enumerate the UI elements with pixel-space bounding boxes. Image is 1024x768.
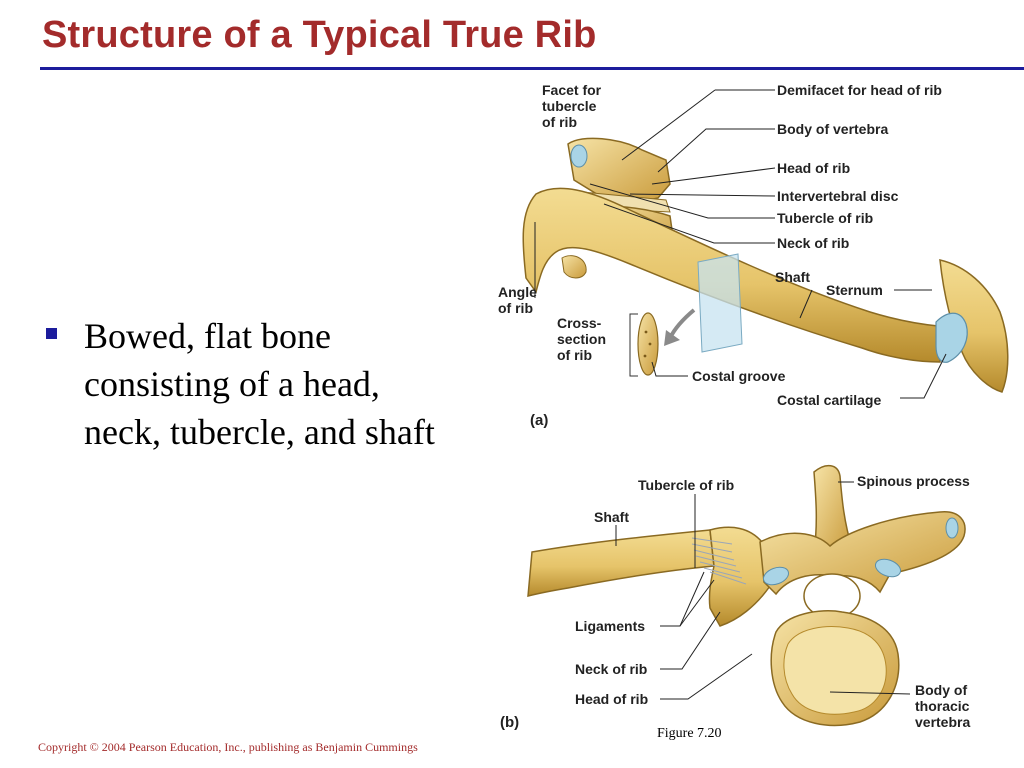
label-facet-tubercle: Facet for tubercle of rib [542, 82, 602, 130]
bullet-list: Bowed, flat bone consisting of a head, n… [40, 312, 440, 456]
square-bullet-icon [46, 328, 57, 339]
rib-neck-b [708, 526, 771, 627]
costal-cartilage [935, 312, 968, 363]
rib-anatomy-figure: Facet for tubercle of rib Demifacet for … [470, 72, 1024, 752]
label-neck-rib-a: Neck of rib [777, 235, 850, 251]
label-body-thoracic-vertebra: Body of thoracic vertebra [915, 682, 971, 730]
figure-caption: Figure 7.20 [657, 726, 722, 741]
label-tubercle-rib-a: Tubercle of rib [777, 210, 874, 226]
cross-section [637, 312, 659, 376]
copyright-footer: Copyright © 2004 Pearson Education, Inc.… [38, 740, 418, 754]
label-sternum: Sternum [826, 282, 883, 298]
panel-a-illustration [522, 89, 1009, 399]
label-intervertebral-disc: Intervertebral disc [777, 188, 899, 204]
label-spinous-process: Spinous process [857, 473, 970, 489]
label-shaft-a: Shaft [775, 269, 810, 285]
transverse-process [561, 255, 587, 279]
label-ligaments: Ligaments [575, 618, 646, 634]
leader-lines-a [534, 89, 947, 399]
label-cross-section: Cross- section of rib [557, 315, 607, 363]
rib-illustration [522, 89, 1009, 727]
bullet-item: Bowed, flat bone consisting of a head, n… [40, 312, 440, 456]
section-plane [697, 253, 743, 353]
label-body-vertebra: Body of vertebra [777, 121, 889, 137]
vertebral-arch [759, 511, 966, 596]
panel-b-illustration [527, 464, 966, 727]
slide-title: Structure of a Typical True Rib [42, 14, 597, 56]
title-underline [40, 67, 1024, 70]
spinous-process [813, 464, 853, 553]
vertebral-body-inner [783, 626, 887, 715]
label-head-rib-b: Head of rib [575, 691, 649, 707]
leader-lines-b [615, 481, 911, 700]
panel-a-tag: (a) [530, 412, 549, 429]
label-shaft-b: Shaft [594, 509, 629, 525]
tubercle-facet [570, 144, 588, 168]
label-costal-groove: Costal groove [692, 368, 786, 384]
bullet-text: Bowed, flat bone consisting of a head, n… [84, 316, 435, 452]
label-head-rib-a: Head of rib [777, 160, 851, 176]
facet-b-tip [945, 517, 959, 539]
label-angle-rib: Angle of rib [498, 284, 537, 316]
rib-shaft-b [527, 529, 715, 597]
label-tubercle-rib-b: Tubercle of rib [638, 477, 735, 493]
label-neck-rib-b: Neck of rib [575, 661, 648, 677]
panel-b-tag: (b) [500, 714, 520, 731]
label-costal-cartilage: Costal cartilage [777, 392, 882, 408]
label-demifacet: Demifacet for head of rib [777, 82, 942, 98]
facet-b-right [874, 558, 902, 578]
ligaments [691, 537, 747, 585]
facet-b-left [762, 566, 790, 586]
